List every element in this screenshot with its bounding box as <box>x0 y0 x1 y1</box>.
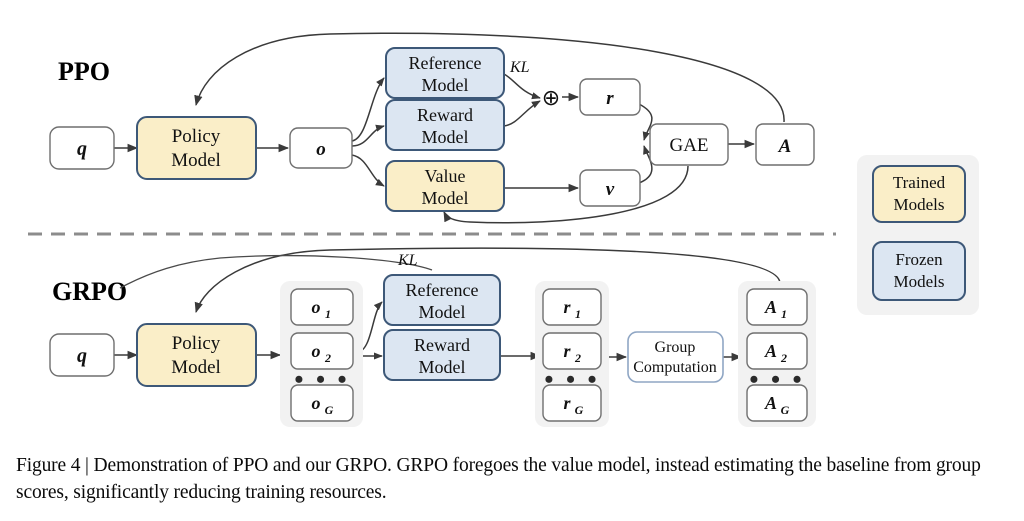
edge-a-to-policy-feedback <box>194 32 785 123</box>
figure-caption: Figure 4 | Demonstration of PPO and our … <box>16 455 981 503</box>
legend-item-frozen: Frozen Models <box>872 241 966 301</box>
grpo-output-item-2-base: o <box>312 341 321 361</box>
edge-grpo-a-to-policy-feedback <box>194 247 781 314</box>
ppo-node-reference-model-line2: Model <box>422 75 469 95</box>
ppo-node-policy-model-line1: Policy <box>172 126 221 147</box>
edge-r-to-gae <box>638 103 653 141</box>
grpo-kl-label: KL <box>397 252 418 269</box>
grpo-reward-item-1: r 1 <box>542 288 602 326</box>
ppo-node-reward-model: Reward Model <box>385 99 505 151</box>
ppo-node-gae-label: GAE <box>669 135 708 156</box>
ppo-section: PPO <box>49 32 815 224</box>
grpo-node-policy-model: Policy Model <box>136 323 257 387</box>
legend-item-trained-line1: Trained <box>893 173 946 192</box>
grpo-advantage-item-g-sub: G <box>781 403 790 417</box>
grpo-advantage-item-g: A G <box>746 384 808 422</box>
grpo-output-item-2: o 2 <box>290 332 354 370</box>
grpo-output-item-1: o 1 <box>290 288 354 326</box>
grpo-node-policy-model-line1: Policy <box>172 333 221 354</box>
grpo-node-group-computation-line2: Computation <box>633 359 717 376</box>
grpo-reward-item-1-base: r <box>563 297 571 317</box>
ppo-node-gae: GAE <box>649 123 729 166</box>
grpo-section: GRPO q <box>49 247 816 427</box>
grpo-node-reference-model-line1: Reference <box>406 280 479 300</box>
grpo-reward-item-g: r G <box>542 384 602 422</box>
grpo-output-item-g-base: o <box>312 393 321 413</box>
ppo-node-reward-model-line2: Model <box>422 127 469 147</box>
ppo-node-value-model: Value Model <box>385 160 505 212</box>
ppo-node-value-model-line1: Value <box>425 166 466 186</box>
grpo-reward-item-2-sub: 2 <box>574 351 581 365</box>
ppo-node-value-model-line2: Model <box>422 188 469 208</box>
grpo-output-item-2-sub: 2 <box>324 351 331 365</box>
grpo-rewards-group: r 1 r 2 • • • r G <box>535 281 609 427</box>
ppo-node-q: q <box>49 126 115 170</box>
ppo-node-v: v <box>579 169 641 207</box>
legend-item-frozen-line1: Frozen <box>895 250 943 269</box>
grpo-output-item-g: o G <box>290 384 354 422</box>
grpo-node-reward-model: Reward Model <box>383 329 501 381</box>
edge-o-to-value <box>351 154 385 187</box>
legend-item-trained: Trained Models <box>872 165 966 223</box>
legend-item-trained-line2: Models <box>894 195 945 214</box>
ppo-node-reference-model-line1: Reference <box>409 53 482 73</box>
ppo-node-r-label: r <box>606 88 614 109</box>
ppo-node-r: r <box>579 78 641 116</box>
legend: Trained Models Frozen Models <box>857 155 979 315</box>
ppo-node-reward-model-line1: Reward <box>417 105 473 125</box>
legend-item-frozen-line2: Models <box>894 272 945 291</box>
grpo-advantage-item-2: A 2 <box>746 332 808 370</box>
edge-grpo-kl-arc <box>119 254 433 289</box>
grpo-node-reference-model: Reference Model <box>383 274 501 326</box>
ppo-kl-label: KL <box>509 59 530 76</box>
grpo-node-reference-model-line2: Model <box>419 302 466 322</box>
grpo-node-policy-model-line2: Model <box>171 357 221 378</box>
grpo-reward-item-1-sub: 1 <box>575 307 581 321</box>
grpo-advantages-group: A 1 A 2 • • • A G <box>738 281 816 427</box>
grpo-node-reward-model-line1: Reward <box>414 335 470 355</box>
grpo-output-item-g-sub: G <box>325 403 334 417</box>
grpo-title: GRPO <box>52 277 127 306</box>
grpo-outputs-group: o 1 o 2 • • • o G <box>280 281 363 427</box>
ppo-title: PPO <box>58 57 110 86</box>
grpo-advantage-item-g-base: A <box>764 393 777 413</box>
edge-gae-to-value-feedback <box>443 165 689 224</box>
grpo-node-q-label: q <box>77 345 87 367</box>
grpo-node-q: q <box>49 333 115 377</box>
grpo-reward-item-g-base: r <box>563 393 571 413</box>
ppo-sum-icon: ⊕ <box>542 85 560 110</box>
grpo-advantage-item-1-sub: 1 <box>781 307 787 321</box>
ppo-node-policy-model-line2: Model <box>171 150 221 171</box>
edge-o-to-reference <box>351 77 385 142</box>
grpo-node-group-computation: Group Computation <box>627 331 724 383</box>
grpo-reward-item-2: r 2 <box>542 332 602 370</box>
ppo-node-a: A <box>755 123 815 166</box>
edge-reward-to-sum <box>503 100 541 127</box>
ppo-node-reference-model: Reference Model <box>385 47 505 99</box>
grpo-advantage-item-2-base: A <box>764 341 777 361</box>
grpo-advantage-item-1-base: A <box>764 297 777 317</box>
grpo-node-group-computation-line1: Group <box>655 339 696 356</box>
grpo-advantage-item-1: A 1 <box>746 288 808 326</box>
ppo-node-policy-model: Policy Model <box>136 116 257 180</box>
ppo-grpo-diagram: PPO <box>28 32 979 427</box>
grpo-output-item-1-base: o <box>312 297 321 317</box>
ppo-node-q-label: q <box>77 138 87 160</box>
ppo-node-a-label: A <box>778 136 792 157</box>
grpo-node-reward-model-line2: Model <box>419 357 466 377</box>
edge-o-to-reward <box>351 124 385 147</box>
grpo-advantage-item-2-sub: 2 <box>780 351 787 365</box>
ppo-node-o-label: o <box>316 139 326 160</box>
grpo-output-item-1-sub: 1 <box>325 307 331 321</box>
grpo-reward-item-2-base: r <box>563 341 571 361</box>
edge-reference-to-sum <box>503 73 541 100</box>
ppo-node-v-label: v <box>606 179 615 200</box>
grpo-reward-item-g-sub: G <box>575 403 584 417</box>
edge-v-to-gae <box>638 145 653 184</box>
ppo-node-o: o <box>289 127 353 169</box>
